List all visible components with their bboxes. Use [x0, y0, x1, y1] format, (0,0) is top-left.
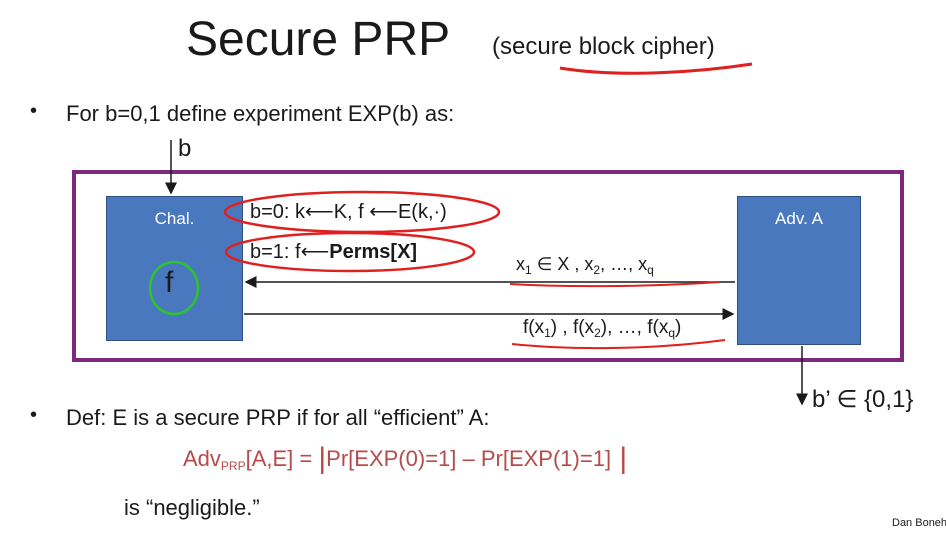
bullet-definition: Def: E is a secure PRP if for all “effic… — [66, 405, 490, 430]
b1-definition: b=1: f⟵Perms[X] — [250, 240, 417, 264]
author-credit: Dan Boneh — [892, 517, 946, 529]
challenger-label: Chal. — [154, 209, 195, 228]
slide-subtitle: (secure block cipher) — [492, 33, 715, 60]
response-sequence: f(x1) , f(x2), …, f(xq) — [523, 317, 682, 340]
subtitle-underline — [559, 62, 753, 75]
slide-title: Secure PRP — [186, 13, 451, 66]
experiment-frame — [72, 170, 904, 362]
bullet-experiment: For b=0,1 define experiment EXP(b) as: — [66, 101, 455, 126]
bullet-dot: • — [30, 404, 38, 426]
adversary-label: Adv. A — [775, 209, 823, 228]
adversary-output: b’ ∈ {0,1} — [812, 386, 914, 413]
advantage-formula: AdvPRP[A,E] = |Pr[EXP(0)=1] – Pr[EXP(1)=… — [183, 442, 628, 475]
challenger-box: Chal. — [106, 196, 243, 341]
challenger-f: f — [165, 266, 174, 299]
response-underline — [511, 339, 726, 350]
b1-prefix: b=1: f⟵ — [250, 241, 330, 263]
negligible-text: is “negligible.” — [124, 495, 260, 520]
f-highlight-circle — [148, 260, 200, 316]
b1-perms: Perms[X] — [329, 241, 418, 263]
b1-highlight-oval — [224, 231, 476, 273]
bullet-dot: • — [30, 100, 38, 122]
query-sequence: x1 ∈ X , x2, …, xq — [516, 254, 654, 277]
b0-highlight-oval — [223, 190, 501, 234]
adversary-box: Adv. A — [737, 196, 861, 345]
b0-definition: b=0: k⟵K, f ⟵E(k,·) — [250, 201, 447, 223]
query-underline — [509, 281, 721, 288]
b-input-label: b — [178, 135, 192, 162]
